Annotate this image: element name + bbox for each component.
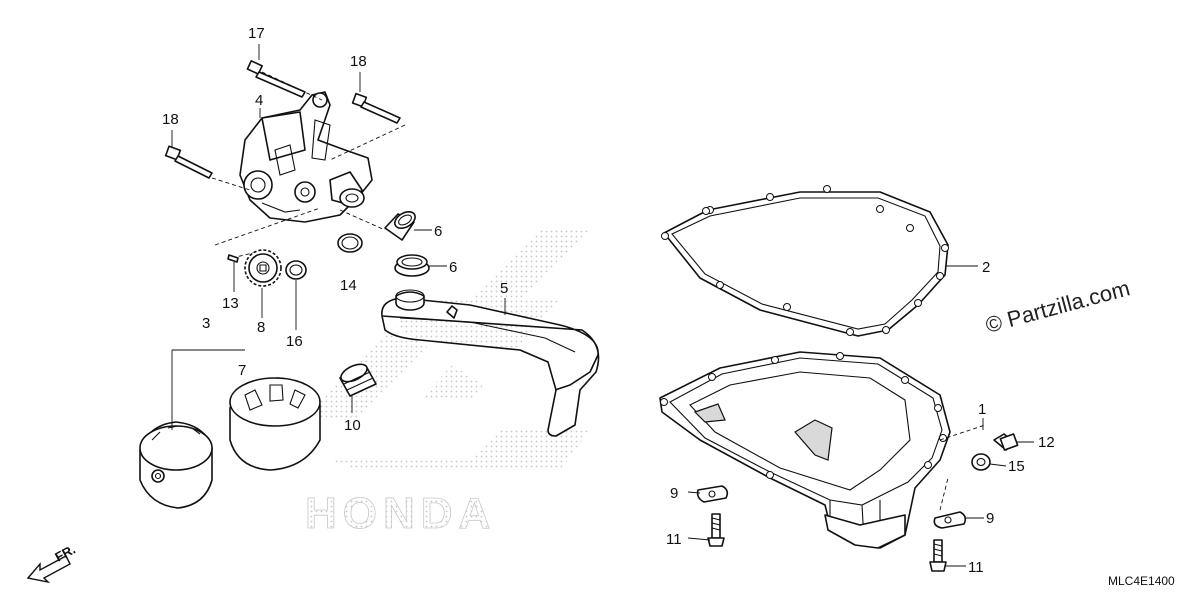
diagram-code: MLC4E1400 <box>1108 574 1175 588</box>
label-1: 1 <box>978 401 986 418</box>
label-4: 4 <box>255 92 263 109</box>
oil-pan-1 <box>659 351 951 549</box>
label-6b: 6 <box>449 259 457 276</box>
label-18a: 18 <box>350 53 367 70</box>
label-11b: 11 <box>968 559 984 576</box>
label-14: 14 <box>340 277 357 294</box>
label-3: 3 <box>202 315 210 332</box>
label-12: 12 <box>1038 434 1055 451</box>
drain-bolt-12 <box>993 433 1019 451</box>
snap-ring-16 <box>285 260 307 280</box>
dowel-pin-13 <box>227 254 239 263</box>
label-6a: 6 <box>434 223 442 240</box>
label-11a: 11 <box>666 531 682 548</box>
oil-pipe-10 <box>339 363 377 397</box>
oil-filter-3 <box>139 421 213 509</box>
label-8: 8 <box>257 319 265 336</box>
seal-6-upper <box>384 211 416 241</box>
label-7: 7 <box>238 362 246 379</box>
label-15: 15 <box>1008 458 1025 475</box>
label-5: 5 <box>500 280 508 297</box>
label-9a: 9 <box>670 485 678 502</box>
partzilla-watermark: © Partzilla.com <box>983 275 1133 338</box>
honda-brand-text: HONDA <box>305 489 496 538</box>
o-ring-14 <box>337 233 363 253</box>
oil-pan-gasket-2 <box>661 185 949 337</box>
seal-6-lower <box>394 254 430 277</box>
label-9b: 9 <box>986 510 994 527</box>
honda-wing-logo-background: HONDA <box>300 230 590 538</box>
oil-strainer-5 <box>381 289 600 437</box>
label-17: 17 <box>248 25 265 42</box>
oil-filter-7 <box>229 377 321 471</box>
clamp-9-right <box>933 511 967 529</box>
sealing-washer-15 <box>971 453 991 471</box>
label-10: 10 <box>344 417 361 434</box>
clamp-9-left <box>696 485 729 503</box>
front-direction-arrow: FR. <box>26 542 78 584</box>
oil-pump-assembly <box>239 91 373 223</box>
label-18b: 18 <box>162 111 179 128</box>
bolt-18-right <box>351 92 401 124</box>
sprocket-8 <box>244 249 282 287</box>
bolt-18-left <box>164 145 213 179</box>
bolt-11-left <box>707 513 725 547</box>
label-13: 13 <box>222 295 239 312</box>
label-16: 16 <box>286 333 303 350</box>
label-2: 2 <box>982 259 990 276</box>
bolt-11-right <box>929 539 947 572</box>
